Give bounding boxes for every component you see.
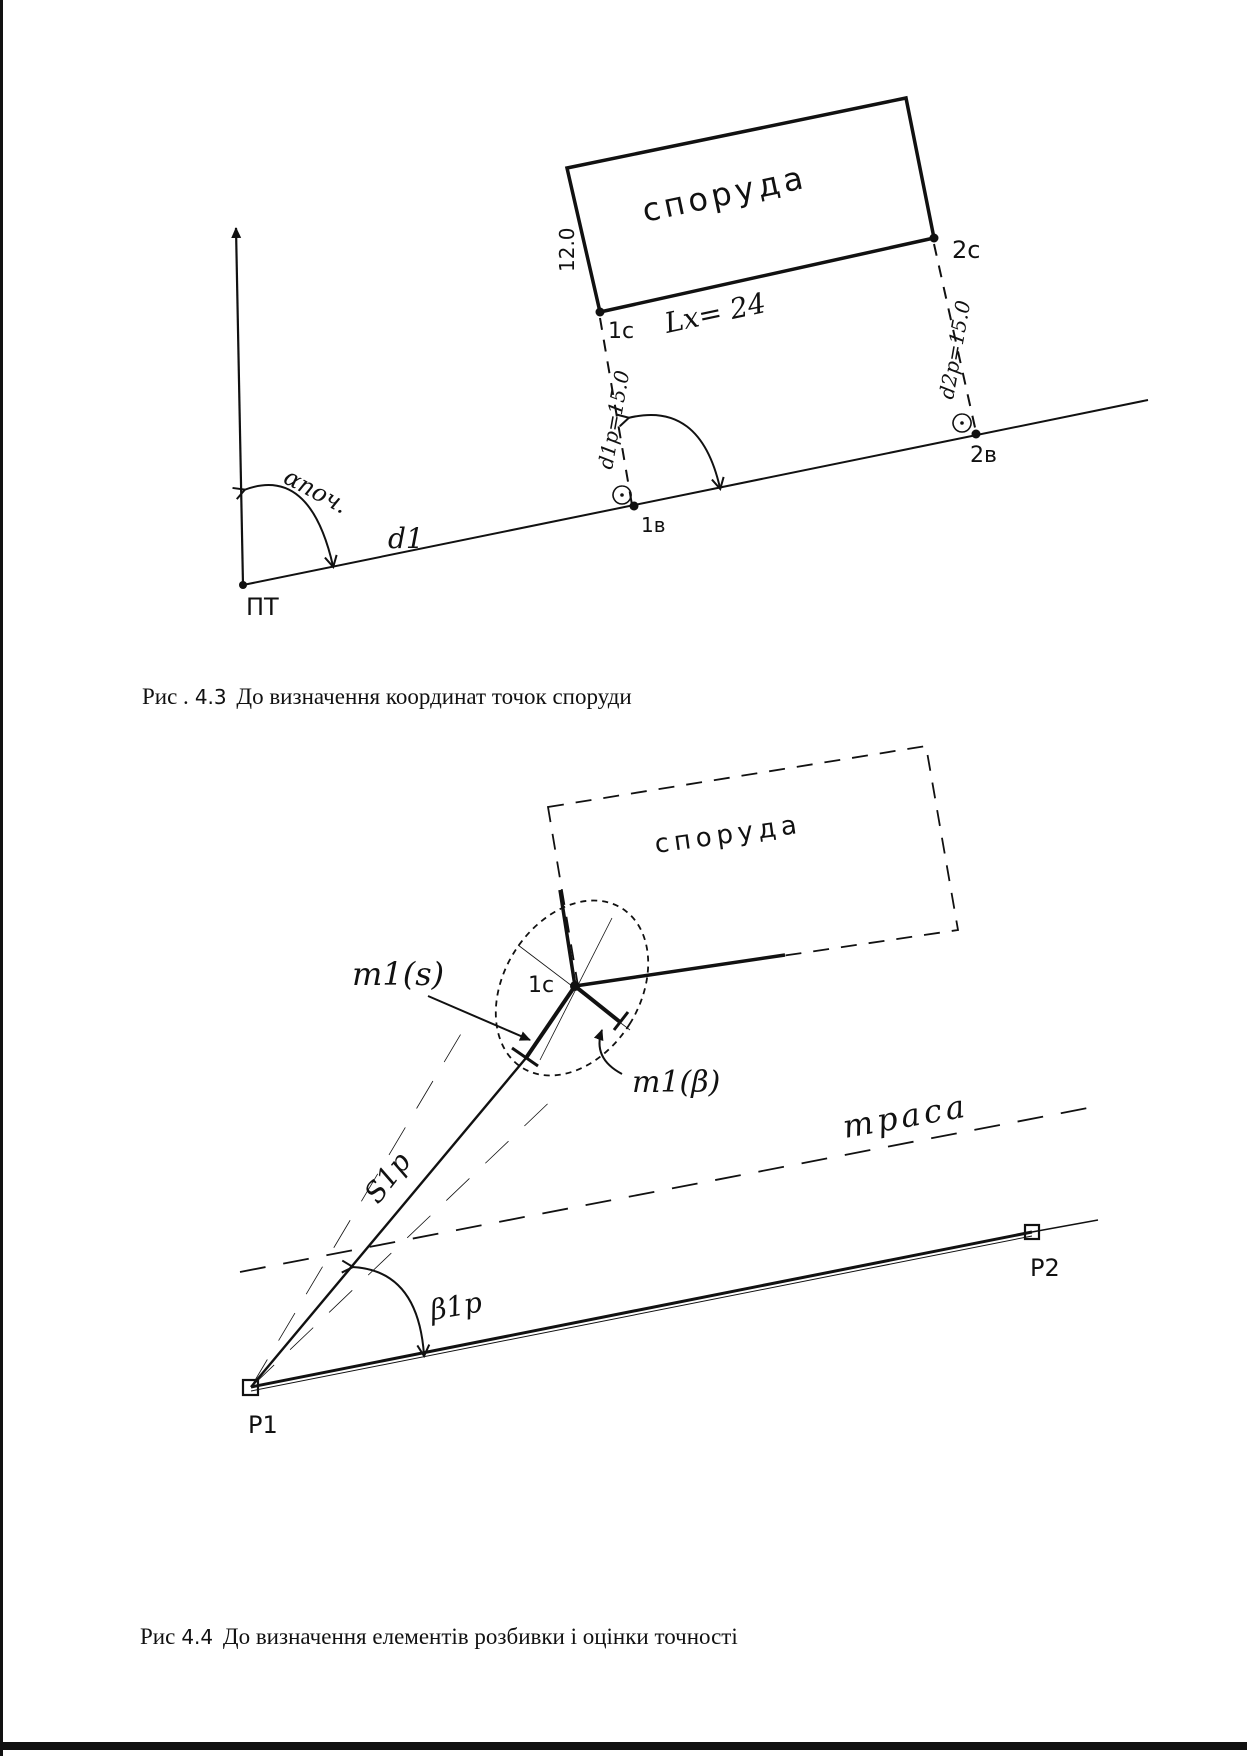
figure-4-3: споруда 12.0 Lx= 24 1с 2с 1в 2в d1р=15.0… xyxy=(231,95,1149,621)
right-angle-mark-2 xyxy=(952,413,972,433)
angle-arc-1v xyxy=(628,415,720,488)
offset-1-label: d1р=15.0 xyxy=(593,368,634,471)
leader-arrow-distance-error xyxy=(427,995,531,1041)
structure-outline-dashed xyxy=(546,744,960,988)
point-pt xyxy=(239,581,247,589)
caption-1-number: 4.3 xyxy=(194,685,227,709)
point-2v-label: 2в xyxy=(970,443,997,468)
point-1v-marker xyxy=(629,501,639,511)
page-bottom-border xyxy=(0,1742,1247,1750)
initial-azimuth-label: αпоч. xyxy=(279,463,353,520)
north-axis xyxy=(231,227,245,586)
aux-ray-1 xyxy=(250,1021,469,1388)
point-1c-marker xyxy=(595,307,605,317)
error-ellipse xyxy=(494,899,650,1077)
error-distance-label: m1(s) xyxy=(352,955,444,993)
ray-s1p xyxy=(250,1057,527,1388)
error-angle-label: m1(β) xyxy=(632,1065,720,1100)
structure-label-2: споруда xyxy=(653,810,804,860)
baseline-line xyxy=(242,399,1149,586)
point-2c-label: 2с xyxy=(952,236,980,264)
point-1c-label: 1с xyxy=(608,319,634,344)
baseline-p1-p2-inner xyxy=(250,1235,1033,1392)
station-p1-label: P1 xyxy=(248,1411,278,1439)
error-tick-1 xyxy=(511,1046,539,1068)
caption-1-text: До визначення координат точок споруди xyxy=(236,684,632,709)
start-point-label: ПТ xyxy=(246,593,279,621)
structure-corner-solid xyxy=(558,889,786,988)
azimuth-arc xyxy=(244,484,333,566)
station-p2-marker xyxy=(1023,1223,1041,1241)
page-left-border xyxy=(0,0,3,1756)
point-1v-label: 1в xyxy=(641,513,666,537)
caption-2-text: До визначення елементів розбивки і оцінк… xyxy=(222,1624,738,1649)
right-angle-dot-2 xyxy=(960,421,964,425)
structure-label: споруда xyxy=(639,158,810,230)
error-segment-distance xyxy=(524,984,577,1060)
baseline-extension xyxy=(1031,1219,1099,1233)
baseline-p1-p2 xyxy=(250,1230,1033,1389)
figure-4-4: споруда 1с m1(s) m1(β) траса S1р β1р P1 … xyxy=(239,744,1099,1439)
offset-2-label: d2р=15.0 xyxy=(934,298,975,401)
aux-ray-2 xyxy=(250,1091,561,1388)
point-2c-marker xyxy=(929,233,939,243)
error-segment-angle xyxy=(573,984,622,1024)
leader-arrow-angle-error xyxy=(593,1029,623,1075)
angle-arc-beta xyxy=(352,1267,424,1355)
route-line-dashed xyxy=(239,1105,1099,1273)
caption-2-prefix: Рис xyxy=(140,1624,176,1649)
route-label: траса xyxy=(840,1086,972,1145)
figure-caption-1: Рис .4.3 До визначення координат точок с… xyxy=(142,684,632,710)
caption-2-number: 4.4 xyxy=(181,1625,214,1649)
point-2v-marker xyxy=(971,429,981,439)
distance-1-label: d1 xyxy=(388,522,424,555)
caption-1-prefix: Рис . xyxy=(142,684,189,709)
right-angle-dot-1 xyxy=(620,493,624,497)
station-p2-label: P2 xyxy=(1030,1254,1060,1282)
error-tick-2 xyxy=(612,1011,630,1031)
angle-label: β1р xyxy=(427,1285,485,1327)
offset-line-2 xyxy=(933,243,977,433)
station-p1-marker xyxy=(241,1378,260,1397)
side-short-label: 12.0 xyxy=(555,227,579,272)
point-1c-label-2: 1с xyxy=(528,973,554,998)
